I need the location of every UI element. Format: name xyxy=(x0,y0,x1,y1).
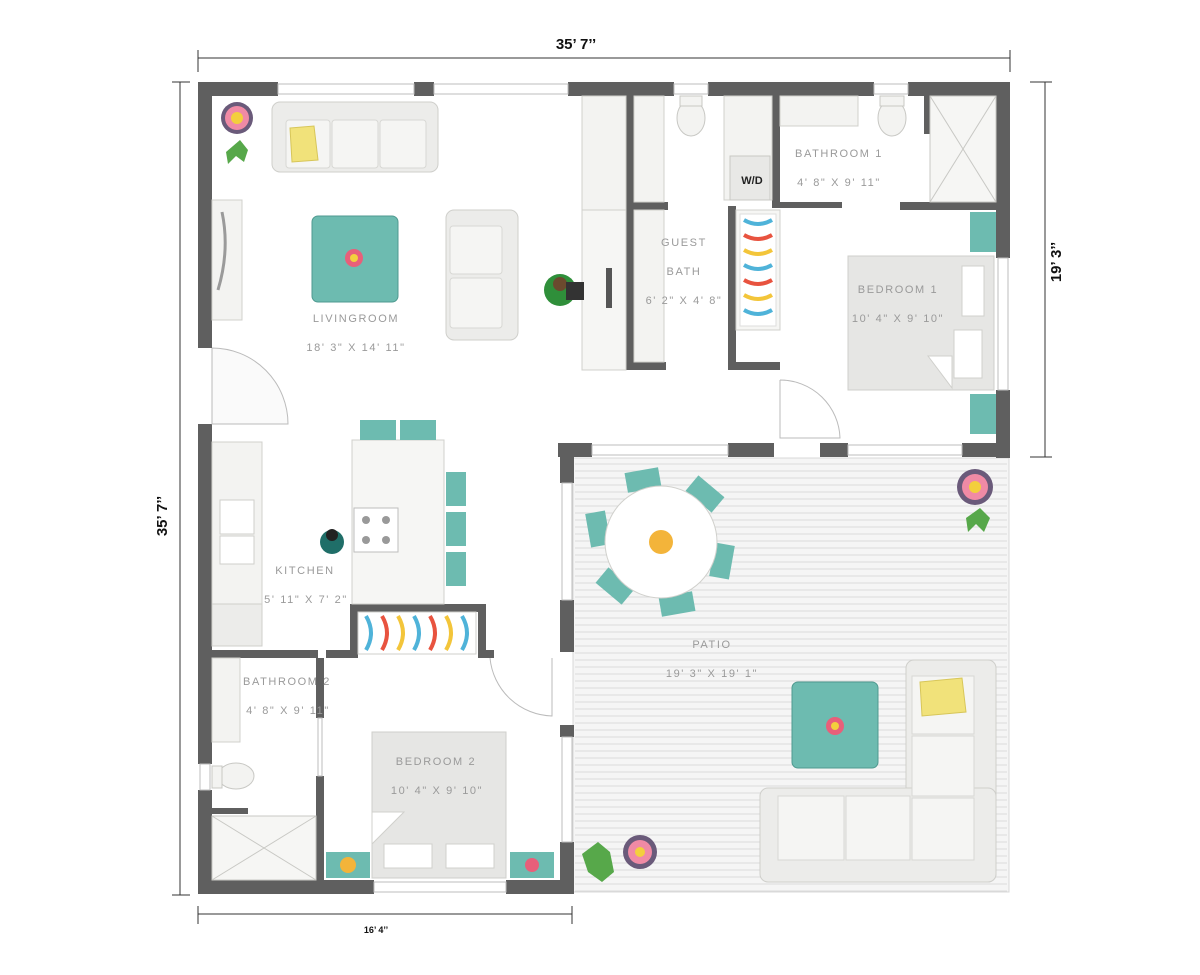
patio-plants xyxy=(582,469,993,882)
dimension-left: 35’ 7’’ xyxy=(154,496,171,536)
dimension-lines xyxy=(172,50,1052,924)
armchair xyxy=(445,209,519,341)
kitchen-label: KITCHEN xyxy=(275,565,334,577)
kitchen-rug xyxy=(357,611,477,655)
bathroom1-fixtures xyxy=(779,95,997,203)
livingroom-label: LIVINGROOM xyxy=(313,313,399,325)
livingroom-size: 18' 3" X 14' 11" xyxy=(306,342,405,354)
bed-2 xyxy=(326,731,554,879)
guest-bath-fixtures xyxy=(633,95,781,363)
coffee-table xyxy=(311,215,399,303)
bedroom2-size: 10' 4" X 9' 10" xyxy=(391,785,483,797)
dimension-right: 19’ 3’’ xyxy=(1048,242,1065,282)
washer-dryer-label: W/D xyxy=(741,175,762,187)
plant-livingroom xyxy=(221,102,253,164)
patio-size: 19' 3" X 19' 1" xyxy=(666,668,758,680)
bathroom1-size: 4' 8" X 9' 11" xyxy=(797,177,881,189)
bathroom2-size: 4' 8" X 9' 11" xyxy=(246,705,330,717)
doors xyxy=(211,347,841,717)
desk-area xyxy=(544,95,627,371)
guest-bath-label-line1: GUEST xyxy=(661,237,707,249)
bathroom1-label: BATHROOM 1 xyxy=(795,148,883,160)
walls xyxy=(198,82,1010,894)
guest-bath-label-line2: BATH xyxy=(667,266,702,278)
dimension-bottom: 16’ 4’’ xyxy=(364,925,388,935)
bathroom2-fixtures xyxy=(211,657,317,881)
dimension-top: 35’ 7’’ xyxy=(556,36,596,53)
dining-table xyxy=(585,467,735,617)
guest-bath-size: 6' 2" X 4' 8" xyxy=(646,295,723,307)
sofa xyxy=(271,101,439,173)
patio-label: PATIO xyxy=(692,639,731,651)
bedroom2-label: BEDROOM 2 xyxy=(396,756,476,768)
bedroom1-size: 10' 4" X 9' 10" xyxy=(852,313,944,325)
patio-sectional xyxy=(759,659,997,883)
bathroom2-label: BATHROOM 2 xyxy=(243,676,331,688)
tv-console xyxy=(211,199,243,321)
kitchen-counters xyxy=(211,420,466,647)
kitchen-size: 5' 11" X 7' 2" xyxy=(264,594,348,606)
windows xyxy=(199,83,1009,893)
bedroom1-label: BEDROOM 1 xyxy=(858,284,938,296)
bed-1 xyxy=(847,212,996,434)
